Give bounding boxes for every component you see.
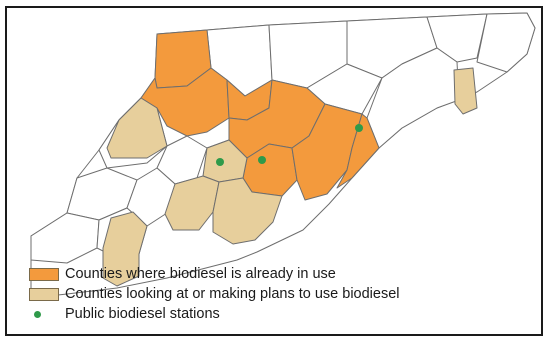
station-marker-2	[258, 156, 266, 164]
legend-row-in-use: Counties where biodiesel is already in u…	[29, 264, 509, 284]
county-in-use-7	[336, 113, 380, 189]
county-planning-4	[164, 175, 220, 231]
legend-station-dot-icon	[33, 310, 41, 318]
legend-label-planning: Counties looking at or making plans to u…	[65, 286, 400, 302]
station-marker-1	[216, 158, 224, 166]
map-legend: Counties where biodiesel is already in u…	[29, 264, 509, 324]
legend-swatch-planning	[29, 287, 59, 301]
map-frame: Counties where biodiesel is already in u…	[5, 6, 543, 336]
legend-row-planning: Counties looking at or making plans to u…	[29, 284, 509, 304]
county-white-4	[426, 13, 488, 63]
county-planning-6	[102, 211, 148, 287]
legend-label-stations: Public biodiesel stations	[65, 306, 220, 322]
legend-dot-wrap	[29, 310, 59, 318]
station-marker-3	[355, 124, 363, 132]
county-white-5	[476, 12, 536, 73]
legend-label-in-use: Counties where biodiesel is already in u…	[65, 266, 336, 282]
county-planning-5	[212, 177, 283, 245]
legend-row-stations: Public biodiesel stations	[29, 304, 509, 324]
county-planning-2	[106, 97, 168, 159]
county-planning-1	[453, 67, 478, 115]
county-map	[30, 12, 536, 299]
legend-swatch-in-use	[29, 267, 59, 281]
